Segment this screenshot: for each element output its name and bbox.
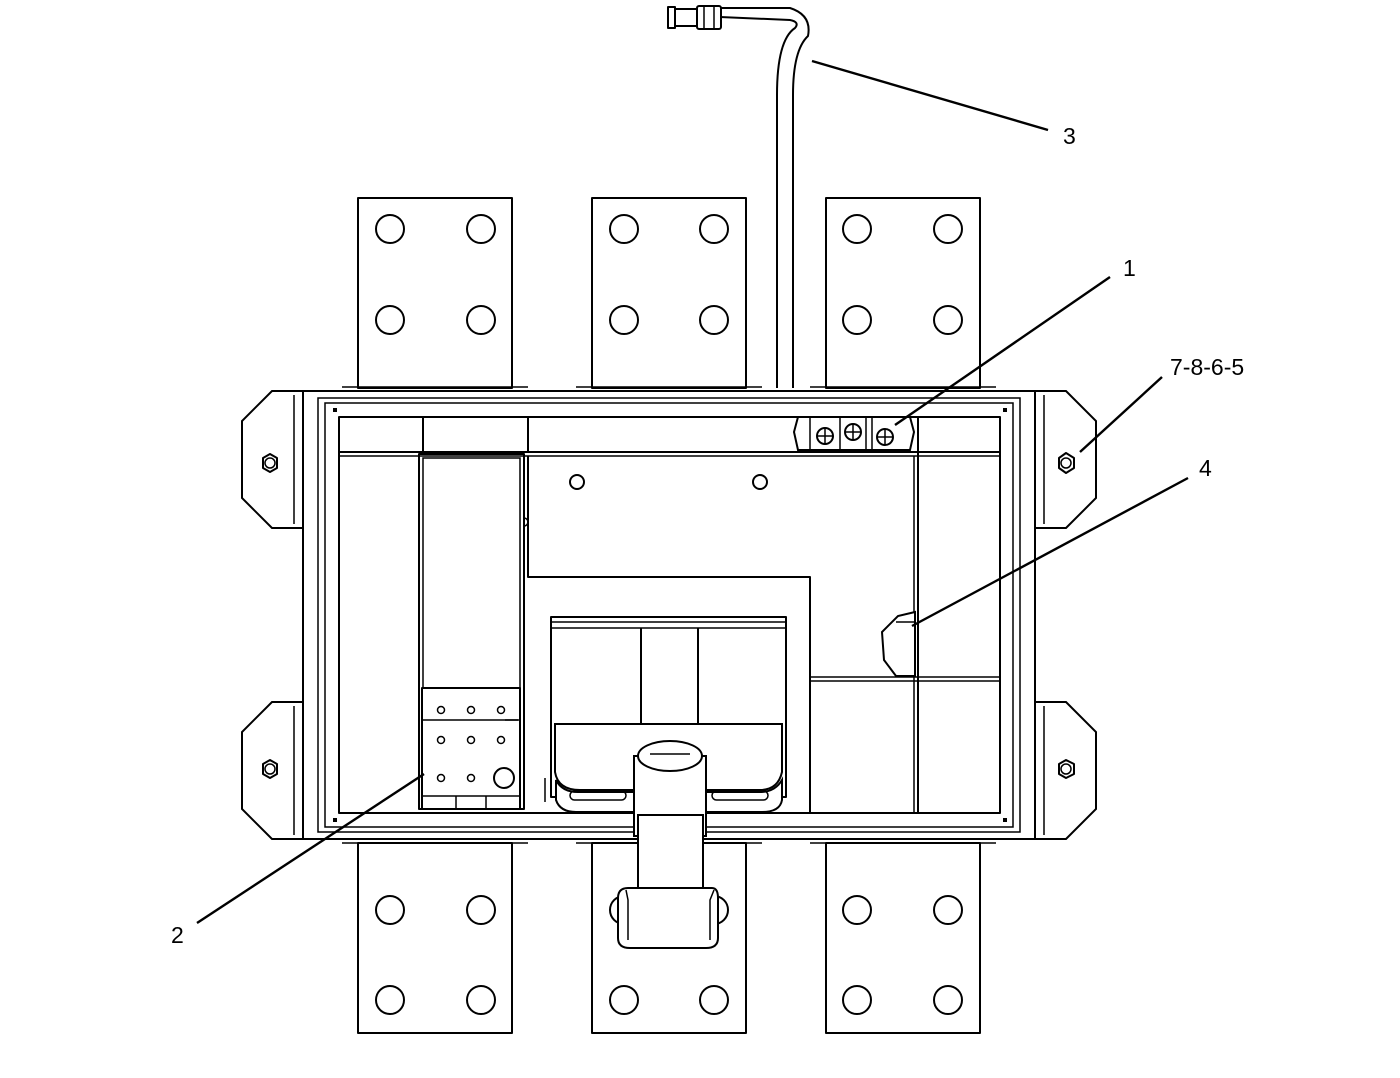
mounting-brackets [241,390,1097,840]
upper-terminal-pads [357,197,981,389]
leader-line-4 [911,476,1189,628]
auxiliary-cable [667,5,810,388]
leader-lines [196,59,1189,925]
callout-7-8-6-5: 7-8-6-5 [1170,354,1245,380]
leader-line-5 [1079,376,1163,453]
leader-line-2 [196,772,425,925]
leader-line-3 [811,59,1049,132]
callout-3: 3 [1063,123,1076,149]
leader-line-1 [894,276,1111,426]
front-panel [338,416,1001,814]
terminal-pad-bottom-left [357,842,513,1034]
terminal-pad-top-center [591,197,747,389]
auxiliary-terminal-block [792,416,916,451]
operating-handle-assembly [544,616,787,949]
callout-1: 1 [1123,255,1136,281]
interlock-tab [880,610,916,677]
terminal-pad-bottom-right [825,842,981,1034]
callout-4: 4 [1199,455,1212,481]
callout-2: 2 [171,922,184,948]
mounting-ear-top-left [241,390,319,529]
terminal-pad-top-right [825,197,981,389]
terminal-pad-top-left [357,197,513,389]
trip-unit-module [418,453,529,810]
